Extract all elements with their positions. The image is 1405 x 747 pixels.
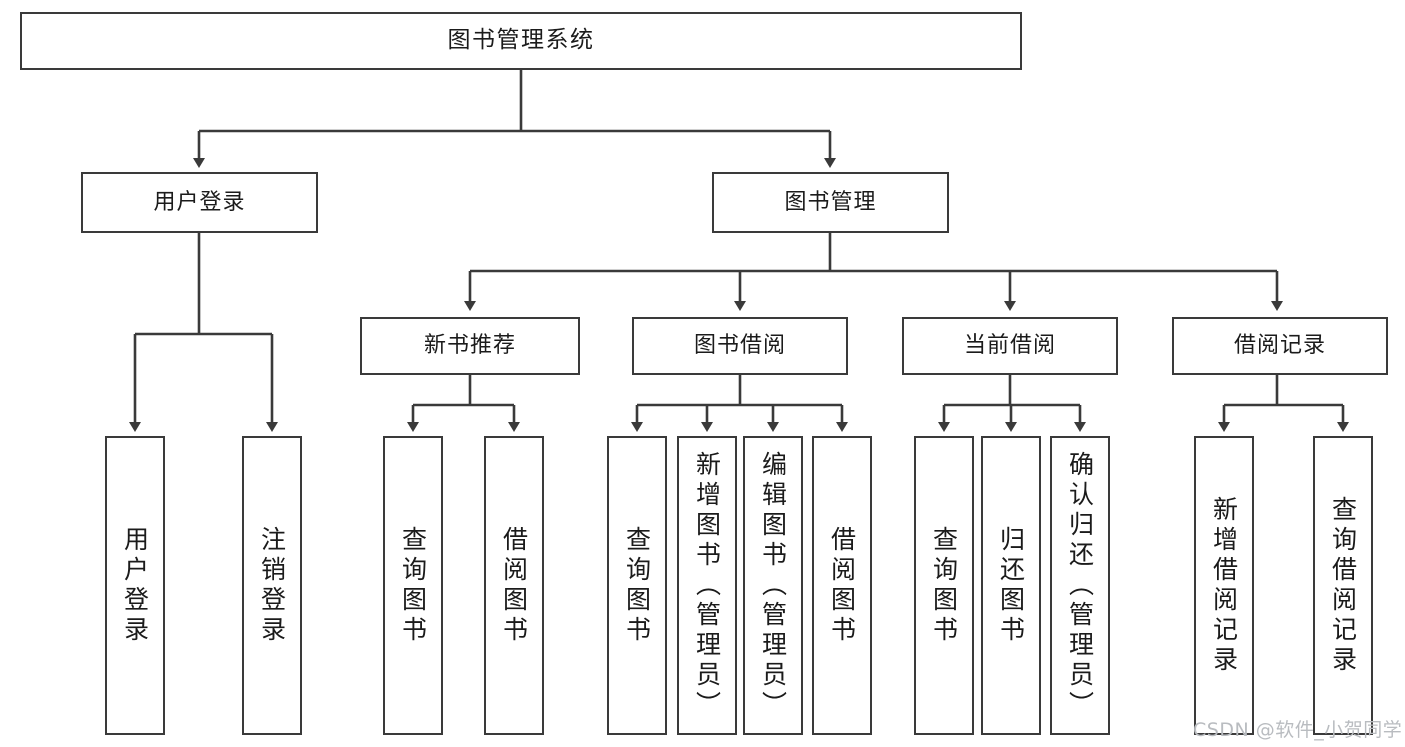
leaf-query-book-borrow[interactable]: 查询图书 xyxy=(607,436,667,735)
leaf-return-book[interactable]: 归还图书 xyxy=(981,436,1041,735)
leaf-borrow-book[interactable]: 借阅图书 xyxy=(812,436,872,735)
node-label: 查询图书 xyxy=(398,525,428,646)
node-label: 图书管理系统 xyxy=(447,27,595,54)
node-label: 当前借阅 xyxy=(963,333,1056,359)
node-label: 借阅图书 xyxy=(827,525,857,646)
node-label: 图书管理 xyxy=(784,189,877,215)
node-current-borrow[interactable]: 当前借阅 xyxy=(902,317,1118,375)
node-label: 用户登录 xyxy=(120,525,150,646)
node-borrow-records[interactable]: 借阅记录 xyxy=(1172,317,1388,375)
node-label: 归还图书 xyxy=(996,525,1026,646)
node-label: 新增图书（管理员） xyxy=(692,450,722,721)
node-book-management[interactable]: 图书管理 xyxy=(712,172,949,233)
node-user-login[interactable]: 用户登录 xyxy=(81,172,318,233)
leaf-add-borrow-record[interactable]: 新增借阅记录 xyxy=(1194,436,1254,735)
node-label: 图书借阅 xyxy=(693,333,786,359)
node-label: 新书推荐 xyxy=(423,333,516,359)
leaf-add-book-admin[interactable]: 新增图书（管理员） xyxy=(677,436,737,735)
node-label: 查询图书 xyxy=(622,525,652,646)
node-label: 用户登录 xyxy=(153,189,246,215)
node-label: 确认归还（管理员） xyxy=(1065,450,1095,721)
leaf-query-book-current[interactable]: 查询图书 xyxy=(914,436,974,735)
leaf-user-logout[interactable]: 注销登录 xyxy=(242,436,302,735)
leaf-edit-book-admin[interactable]: 编辑图书（管理员） xyxy=(743,436,803,735)
node-label: 注销登录 xyxy=(257,525,287,646)
node-label: 编辑图书（管理员） xyxy=(758,450,788,721)
leaf-query-borrow-record[interactable]: 查询借阅记录 xyxy=(1313,436,1373,735)
csdn-watermark: CSDN @软件_小贺同学 xyxy=(1193,719,1403,741)
leaf-confirm-return-admin[interactable]: 确认归还（管理员） xyxy=(1050,436,1110,735)
leaf-query-book-recommend[interactable]: 查询图书 xyxy=(383,436,443,735)
node-label: 新增借阅记录 xyxy=(1209,495,1239,676)
node-label: 借阅图书 xyxy=(499,525,529,646)
node-label: 查询图书 xyxy=(929,525,959,646)
node-new-book-recommend[interactable]: 新书推荐 xyxy=(360,317,580,375)
node-root-book-management-system[interactable]: 图书管理系统 xyxy=(20,12,1022,70)
leaf-user-login[interactable]: 用户登录 xyxy=(105,436,165,735)
node-label: 借阅记录 xyxy=(1233,333,1326,359)
node-label: 查询借阅记录 xyxy=(1328,495,1358,676)
leaf-borrow-book-recommend[interactable]: 借阅图书 xyxy=(484,436,544,735)
node-book-borrow[interactable]: 图书借阅 xyxy=(632,317,848,375)
